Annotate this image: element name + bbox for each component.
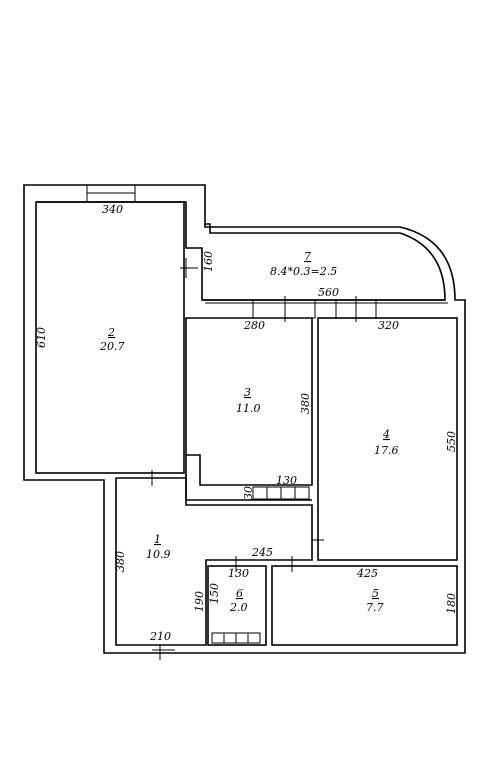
dim-closet-depth: 30 — [242, 486, 255, 500]
outer-walls — [23, 184, 466, 654]
dim-room3-top: 280 — [243, 319, 265, 332]
room-1-area: 10.9 — [146, 548, 171, 561]
dim-balcony-side: 160 — [202, 251, 215, 272]
dim-room5-side: 180 — [445, 593, 458, 614]
dim-room5-top: 425 — [356, 567, 378, 580]
dim-room6-side-a: 150 — [208, 583, 221, 604]
room-4 — [312, 317, 458, 561]
room-1 — [115, 470, 313, 660]
dim-room6-top: 130 — [228, 567, 249, 580]
dim-room3-side: 380 — [299, 393, 312, 414]
room-3-area: 11.0 — [236, 402, 261, 415]
dim-hall-width: 245 — [251, 546, 273, 559]
room-2 — [35, 185, 198, 474]
dim-room4-side: 550 — [445, 431, 458, 452]
room-5-area: 7.7 — [366, 601, 384, 614]
dim-room2-top: 340 — [102, 203, 123, 216]
dim-room4-top: 320 — [378, 319, 399, 332]
room-1-number: 1 — [154, 533, 161, 546]
room-5 — [271, 565, 458, 646]
room-4-area: 17.6 — [374, 444, 399, 457]
dim-room2-side: 610 — [35, 327, 48, 348]
dim-closet-width: 130 — [276, 474, 297, 487]
room-2-number: 2 — [107, 326, 115, 339]
room-7-number: 7 — [304, 250, 311, 263]
room-5-number: 5 — [372, 587, 379, 600]
room-4-number: 4 — [382, 428, 390, 441]
closet-shelves — [252, 486, 310, 500]
room-labels: 2 20.7 3 11.0 4 17.6 1 10.9 6 2.0 5 7.7 … — [99, 250, 399, 614]
dimension-labels: 340 610 160 560 280 320 380 550 130 30 3… — [35, 203, 458, 643]
dim-room1-side: 380 — [114, 551, 127, 572]
room-3-number: 3 — [244, 386, 251, 399]
room-7-area: 8.4*0.3=2.5 — [270, 265, 337, 278]
dim-room6-side-b: 190 — [193, 591, 206, 612]
room-6 — [207, 565, 267, 646]
room-2-area: 20.7 — [99, 340, 125, 353]
room-6-area: 2.0 — [229, 601, 248, 614]
room-6-number: 6 — [236, 587, 243, 600]
dim-room1-bottom: 210 — [149, 630, 171, 643]
dim-balcony-width: 560 — [318, 286, 339, 299]
